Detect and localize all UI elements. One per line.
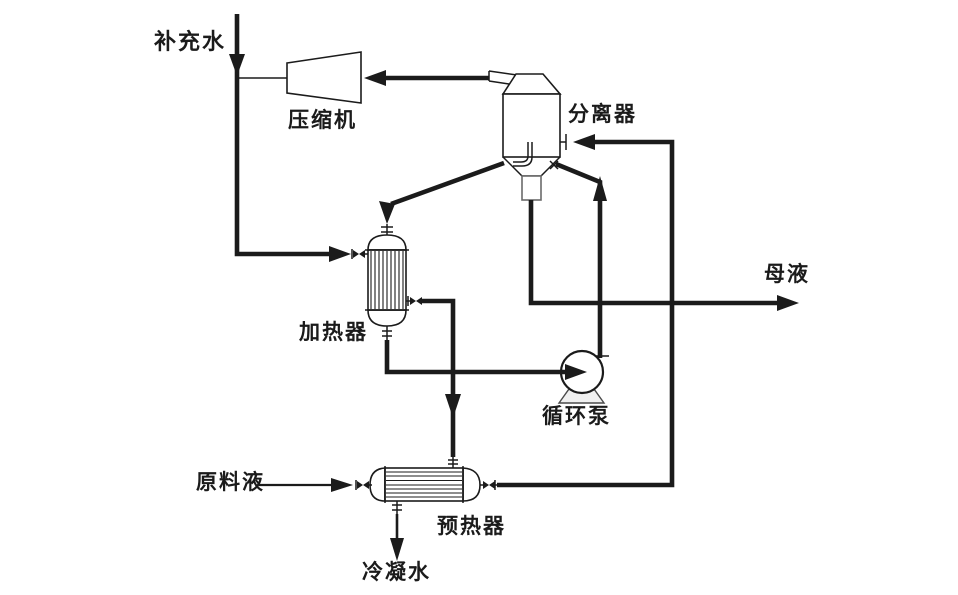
condensate-water-label: 冷凝水: [362, 560, 431, 584]
circulation-pump-label: 循环泵: [542, 404, 611, 428]
down-arrow: [445, 394, 461, 418]
tube-bundle: [370, 251, 404, 309]
right-nozzle-flange: [406, 296, 422, 306]
pipe: [420, 298, 456, 457]
pipe: [234, 14, 330, 257]
tube-bundle: [386, 471, 462, 498]
internal-dip-tube: [513, 142, 533, 167]
compressor-symbol: [237, 51, 362, 104]
compressor-body: [286, 51, 362, 104]
left-head: [369, 467, 386, 502]
preheater-top-flange: [448, 457, 458, 468]
makeup-water-label: 补充水: [154, 30, 227, 55]
separator-to-heater-line: [379, 160, 505, 236]
vapor-outlet-nozzle: [488, 70, 518, 85]
right-head: [462, 467, 481, 502]
feed-liquid-line: [259, 478, 353, 492]
compressor-label: 压缩机: [288, 108, 357, 132]
right-arrow: [565, 364, 587, 380]
flange-symbol: [351, 249, 369, 259]
bottom-head: [367, 309, 407, 327]
feed-liquid-label: 原料液: [196, 470, 265, 494]
bottom-nozzle-flange: [382, 326, 392, 341]
top-head: [367, 234, 407, 251]
pipe: [528, 200, 778, 306]
heater-label: 加热器: [299, 320, 368, 344]
vessel-top: [501, 73, 562, 95]
left-arrow: [573, 134, 595, 150]
preheater-to-separator-line: [497, 134, 675, 488]
up-arrow: [593, 176, 607, 201]
makeup-water-line: [229, 14, 369, 262]
bottom-outlet-box: [521, 175, 542, 201]
heater-to-pump-line: [384, 340, 587, 380]
tube-sheets: [384, 466, 464, 503]
heater-top-flange: [381, 224, 393, 236]
separator-label: 分离器: [568, 102, 637, 126]
pipe: [555, 161, 603, 358]
bottom-nozzle-flange: [392, 501, 402, 514]
mother-liquor-line: [528, 200, 799, 311]
right-arrow: [777, 295, 799, 311]
side-inlet-flange: [560, 134, 567, 150]
separator-vessel: [488, 70, 567, 201]
pipe: [390, 160, 505, 207]
cone-nozzle-mark: [549, 160, 559, 170]
right-arrow: [329, 246, 351, 262]
heater-to-preheater-line: [420, 298, 461, 468]
down-arrow: [229, 54, 245, 76]
tube-sheets: [365, 249, 409, 311]
pipe: [384, 340, 566, 375]
left-nozzle-flange: [355, 480, 372, 490]
pump-to-separator-line: [555, 161, 607, 358]
right-nozzle-flange: [480, 480, 498, 490]
preheater-exchanger: [355, 466, 498, 514]
preheater-label: 预热器: [437, 514, 506, 538]
heater-exchanger: [365, 234, 422, 341]
down-arrow: [379, 201, 395, 224]
left-arrow: [364, 70, 386, 86]
pipe: [497, 139, 675, 488]
mother-liquor-label: 母液: [764, 262, 810, 286]
right-arrow: [331, 478, 353, 492]
vapor-line-to-compressor: [364, 70, 489, 86]
down-arrow: [390, 538, 404, 561]
condensate-line: [390, 514, 404, 561]
